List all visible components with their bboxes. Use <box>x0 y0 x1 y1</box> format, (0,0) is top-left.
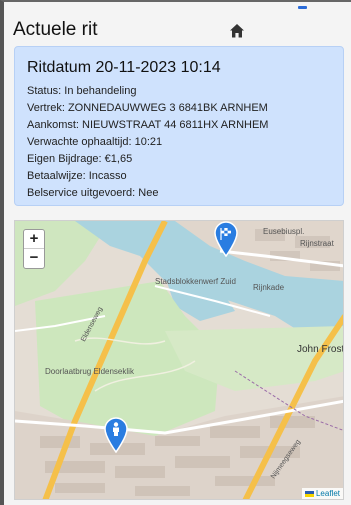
map-label-street-right: Rijnstraat <box>300 239 334 248</box>
ride-info-card: Ritdatum 20-11-2023 10:14 Status: In beh… <box>14 46 344 206</box>
ukraine-flag-icon <box>304 490 314 497</box>
zoom-control: + − <box>23 229 45 269</box>
status-indicator <box>298 6 307 9</box>
route-map[interactable]: + − John Frostbr Doorlaatbrug Eldensekli… <box>14 220 344 500</box>
ride-status: Status: In behandeling <box>27 85 137 97</box>
ride-departure: Vertrek: ZONNEDAUWWEG 3 6841BK ARNHEM <box>27 102 268 114</box>
map-label-bridge: Doorlaatbrug Eldenseklik <box>45 367 134 376</box>
ride-payment-method: Betaalwijze: Incasso <box>27 170 127 182</box>
map-tiles <box>15 221 343 499</box>
map-attribution[interactable]: Leaflet <box>301 488 343 499</box>
ride-own-contribution: Eigen Bijdrage: €1,65 <box>27 153 133 165</box>
map-label-john-frost: John Frostbr <box>297 344 344 355</box>
map-label-ferry: Rijnkade <box>253 283 285 292</box>
ride-arrival: Aankomst: NIEUWSTRAAT 44 6811HX ARNHEM <box>27 119 269 131</box>
map-label-street-top: Eusebiuspl. <box>263 227 305 236</box>
page-title: Actuele rit <box>13 19 98 40</box>
ride-expected-pickup: Verwachte ophaaltijd: 10:21 <box>27 136 163 148</box>
destination-marker-icon[interactable] <box>213 221 239 257</box>
page-header: Actuele rit <box>6 14 346 48</box>
map-label-harbour: Stadsblokkenwerf Zuid <box>155 277 236 286</box>
ride-bell-service: Belservice uitgevoerd: Nee <box>27 187 159 199</box>
zoom-in-button[interactable]: + <box>24 230 44 249</box>
ride-date-title: Ritdatum 20-11-2023 10:14 <box>27 59 221 76</box>
leaflet-attribution-link[interactable]: Leaflet <box>315 489 340 498</box>
pickup-marker-icon[interactable] <box>103 417 129 453</box>
home-icon[interactable] <box>229 23 245 39</box>
zoom-out-button[interactable]: − <box>29 249 39 266</box>
